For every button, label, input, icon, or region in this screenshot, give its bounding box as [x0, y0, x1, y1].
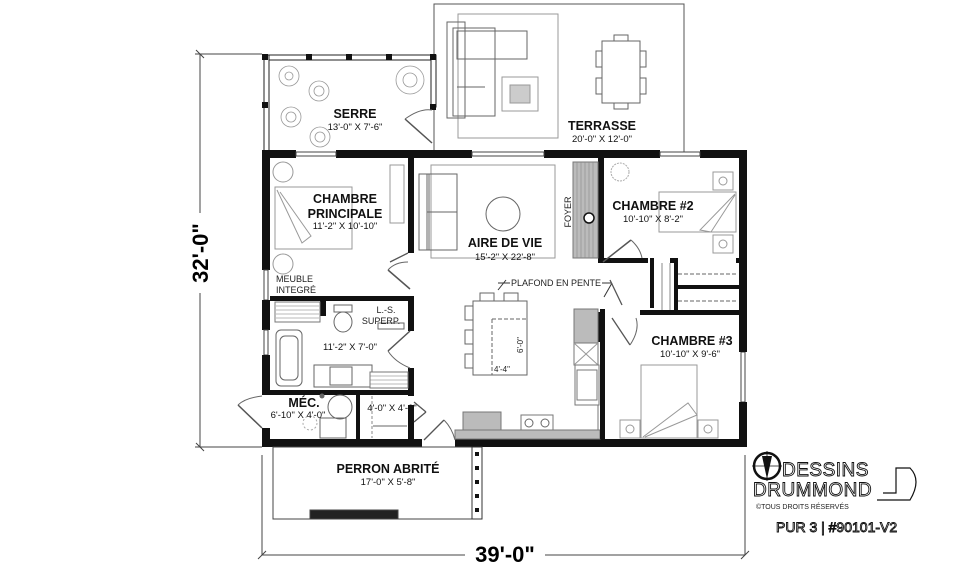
brand-logo: DESSINS DRUMMOND ©TOUS DROITS RÉSERVÉS P…: [752, 451, 917, 535]
depth-label: 32'-0": [188, 223, 213, 283]
aire-de-vie: AIRE DE VIE 15'-2" X 22'-8" FOYER PLAFON…: [389, 161, 613, 298]
chambre-2-dims: 10'-10" X 8'-2": [623, 214, 683, 225]
island-depth-label: 6'-0": [516, 337, 525, 353]
aire-de-vie-label: AIRE DE VIE: [468, 236, 542, 250]
chambre-2-label: CHAMBRE #2: [612, 199, 693, 213]
rangement-dims: 4'-0" X 4'-0": [367, 403, 416, 414]
serre-label: SERRE: [333, 107, 376, 121]
chambre-3: CHAMBRE #3 10'-10" X 9'-6": [609, 279, 733, 439]
chambre-3-dims: 10'-10" X 9'-6": [660, 349, 720, 360]
salle-de-bain: L.-S. SUPERP. 11'-2" X 7'-0": [274, 301, 411, 389]
width-label: 39'-0": [475, 542, 535, 567]
ls-label-2: SUPERP.: [362, 316, 400, 326]
plan-reference: PUR 3 | #90101-V2: [776, 519, 897, 535]
ls-label-1: L.-S.: [376, 305, 395, 315]
perron-label: PERRON ABRITÉ: [336, 461, 439, 476]
cuisine: 6'-0" 4'-4": [454, 292, 605, 440]
serre-dims: 13'-0" X 7'-6": [328, 122, 383, 133]
meuble-label-1: MEUBLE: [276, 274, 313, 284]
island-width-label: 4'-4": [494, 365, 510, 374]
copyright-text: ©TOUS DROITS RÉSERVÉS: [756, 502, 849, 511]
exterior-walls: [262, 150, 747, 447]
chambre-principale: CHAMBRE PRINCIPALE 11'-2" X 10'-10" MEUB…: [272, 161, 411, 295]
chambre-2: CHAMBRE #2 10'-10" X 8'-2": [602, 162, 737, 263]
logo-d-mark: [877, 467, 917, 501]
serre: SERRE 13'-0" X 7'-6": [262, 54, 437, 152]
salle-de-bain-dims: 11'-2" X 7'-0": [323, 342, 377, 353]
logo-line1: DESSINS: [782, 460, 869, 481]
chambre-principale-label-1: CHAMBRE: [313, 192, 377, 206]
mec-label: MÉC.: [288, 395, 319, 410]
chambre-principale-dims: 11'-2" X 10'-10": [313, 221, 378, 232]
dimension-width: 39'-0": [257, 455, 750, 567]
perron-dims: 17'-0" X 5'-8": [361, 477, 416, 488]
chambre-3-label: CHAMBRE #3: [651, 334, 732, 348]
chambre-principale-label-2: PRINCIPALE: [308, 207, 383, 221]
dimension-depth: 32'-0": [188, 49, 262, 452]
terrasse-label: TERRASSE: [568, 119, 636, 133]
foyer-label: FOYER: [563, 196, 573, 228]
meuble-label-2: INTEGRÉ: [276, 285, 316, 295]
logo-line2: DRUMMOND: [753, 480, 872, 501]
mecanique: MÉC. 6'-10" X 4'-0": [237, 393, 353, 439]
rangement: 4'-0" X 4'-0": [367, 396, 456, 441]
plafond-label: PLAFOND EN PENTE: [511, 278, 601, 288]
mec-dims: 6'-10" X 4'-0": [271, 410, 326, 421]
perron-abrite: PERRON ABRITÉ 17'-0" X 5'-8": [272, 446, 483, 520]
terrasse-dims: 20'-0" X 12'-0": [572, 134, 632, 145]
aire-de-vie-dims: 15'-2" X 22'-8": [475, 252, 535, 263]
terrasse: TERRASSE 20'-0" X 12'-0": [433, 3, 685, 155]
